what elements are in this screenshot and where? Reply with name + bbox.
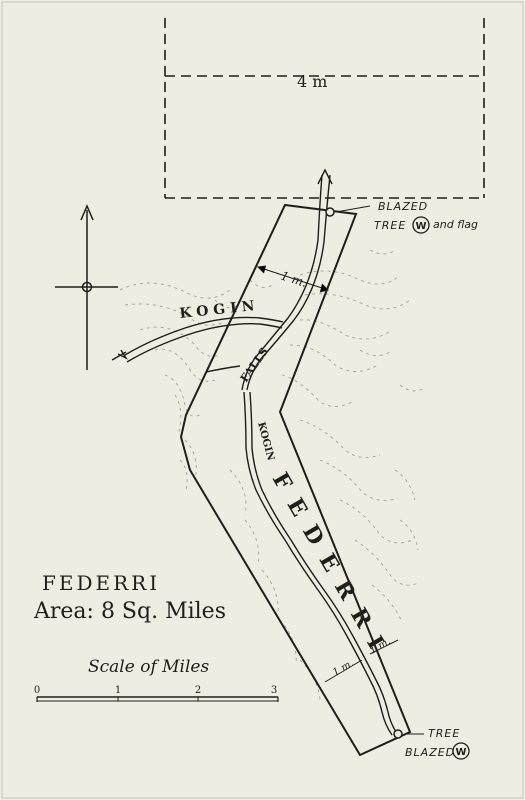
map-title: FEDERRI: [42, 571, 160, 595]
federri-strip-label: FEDERRI: [267, 468, 396, 666]
dashed-block-dimension: 4 m: [297, 72, 327, 91]
north-marker-suffix: and flag: [433, 218, 478, 231]
north-width-dimension: [256, 265, 329, 293]
south-w-symbol: W: [455, 747, 466, 758]
dashed-survey-block: [164, 18, 485, 199]
kogin-river: [124, 174, 397, 736]
terrain-shading: [119, 249, 426, 701]
river-flow-arrows: [111, 168, 333, 361]
falls-label: FALLS: [238, 345, 271, 385]
scale-bar: [36, 696, 279, 702]
south-marker-text: TREE BLAZED W: [405, 727, 470, 760]
south-marker-line1: TREE: [428, 727, 460, 740]
federri-boundary: [179, 203, 412, 757]
north-width-label: 1 m.: [279, 269, 309, 291]
scale-tick-2: 2: [195, 685, 201, 696]
south-width-dimension: [324, 639, 399, 683]
scale-tick-1: 1: [115, 685, 121, 696]
north-marker-text: BLAZED TREE W and flag: [374, 200, 478, 234]
scale-tick-0: 0: [34, 685, 40, 696]
north-blazed-tree-marker: [325, 205, 371, 217]
south-w-circle: [452, 742, 470, 760]
scale-label: Scale of Miles: [88, 657, 209, 677]
scale-tick-3: 3: [271, 685, 277, 696]
north-arrow: [55, 204, 118, 370]
north-w-symbol: W: [415, 221, 426, 232]
south-marker-line2: BLAZED: [405, 746, 455, 759]
kogin-north-label: KOGIN: [179, 298, 261, 322]
south-width-label: 1 m.: [331, 658, 356, 679]
area-label: Area: 8 Sq. Miles: [33, 599, 226, 624]
north-marker-line1: BLAZED: [378, 200, 428, 213]
north-w-circle: [412, 216, 430, 234]
south-blazed-tree-marker: [393, 729, 424, 739]
kogin-south-label: KOGIN: [255, 421, 276, 462]
north-marker-line2: TREE: [374, 219, 406, 232]
